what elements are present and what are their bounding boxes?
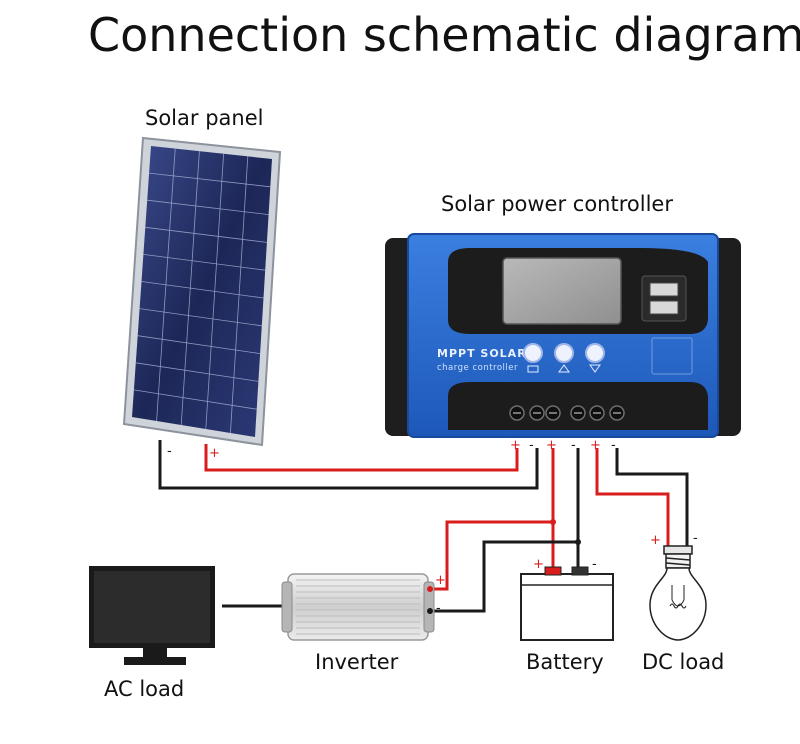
- brand-subtitle: charge controller: [437, 363, 518, 373]
- ctrl-load-plus-sign: +: [590, 438, 601, 453]
- down-arrow-icon: [589, 364, 601, 373]
- ac-load-label: AC load: [104, 677, 185, 701]
- spec-label-area: [651, 337, 693, 375]
- wiring: [158, 440, 689, 613]
- ctrl-load-minus-sign: -: [611, 438, 616, 453]
- bulb-plus-sign: +: [650, 533, 661, 548]
- panel-cell-divider: [133, 389, 257, 410]
- panel-cell-divider: [145, 226, 267, 243]
- ctrl-pv-plus-sign: +: [510, 438, 521, 453]
- dc-load-bulb: [649, 545, 707, 641]
- usb-port: [649, 282, 679, 297]
- up-arrow-icon: [558, 364, 570, 373]
- wire-battery-positive: [428, 448, 555, 591]
- solar-panel-label: Solar panel: [145, 106, 264, 130]
- solar-controller: MPPT SOLAR charge controller: [385, 233, 741, 438]
- bulb-minus-sign: -: [693, 531, 698, 546]
- wire-panel-positive: [204, 444, 519, 472]
- battery-terminal-positive: [544, 566, 562, 576]
- battery-device: [520, 566, 614, 641]
- dc-load-label: DC load: [642, 650, 725, 674]
- battery-label: Battery: [526, 650, 604, 674]
- menu-icon: [527, 365, 539, 373]
- battery-minus-sign: -: [592, 557, 597, 572]
- wire-load-negative: [615, 448, 689, 546]
- usb-port: [649, 300, 679, 315]
- inverter-plus-sign: +: [435, 573, 446, 588]
- lcd-screen: [502, 257, 622, 325]
- panel-plus-sign: +: [209, 446, 220, 461]
- up-button[interactable]: [554, 343, 574, 363]
- battery-plus-sign: +: [533, 557, 544, 572]
- ctrl-bat-minus-sign: -: [571, 438, 576, 453]
- panel-cell-divider: [143, 254, 266, 271]
- wire-load-positive: [595, 448, 670, 546]
- panel-cell-divider: [149, 172, 271, 188]
- panel-minus-sign: -: [167, 444, 172, 459]
- panel-cell-divider: [137, 335, 261, 354]
- wire-battery-negative: [428, 448, 580, 613]
- menu-button[interactable]: [523, 343, 543, 363]
- inverter-terminal-positive: [427, 586, 433, 592]
- panel-cell-divider: [141, 281, 264, 299]
- inverter-label: Inverter: [315, 650, 399, 674]
- brand-name: MPPT SOLAR: [437, 347, 527, 360]
- down-button[interactable]: [585, 343, 605, 363]
- panel-cell-divider: [147, 199, 269, 215]
- inverter-terminal-negative: [427, 608, 433, 614]
- inverter-minus-sign: -: [436, 601, 441, 616]
- ctrl-pv-minus-sign: -: [529, 438, 534, 453]
- polarity-marks: - + + - + - + - + - + - + -: [167, 438, 698, 616]
- panel-cell-divider: [135, 362, 259, 382]
- page-title: Connection schematic diagram: [88, 8, 800, 62]
- junction-positive: [550, 519, 556, 525]
- solar-panel: [122, 136, 282, 447]
- inverter-device: [281, 573, 435, 641]
- battery-terminal-negative: [571, 566, 589, 576]
- controller-label: Solar power controller: [441, 192, 673, 216]
- junction-negative: [575, 539, 581, 545]
- ac-load-monitor: [89, 566, 215, 665]
- panel-cell-divider: [139, 308, 262, 327]
- ctrl-bat-plus-sign: +: [546, 438, 557, 453]
- wire-panel-negative: [158, 440, 539, 490]
